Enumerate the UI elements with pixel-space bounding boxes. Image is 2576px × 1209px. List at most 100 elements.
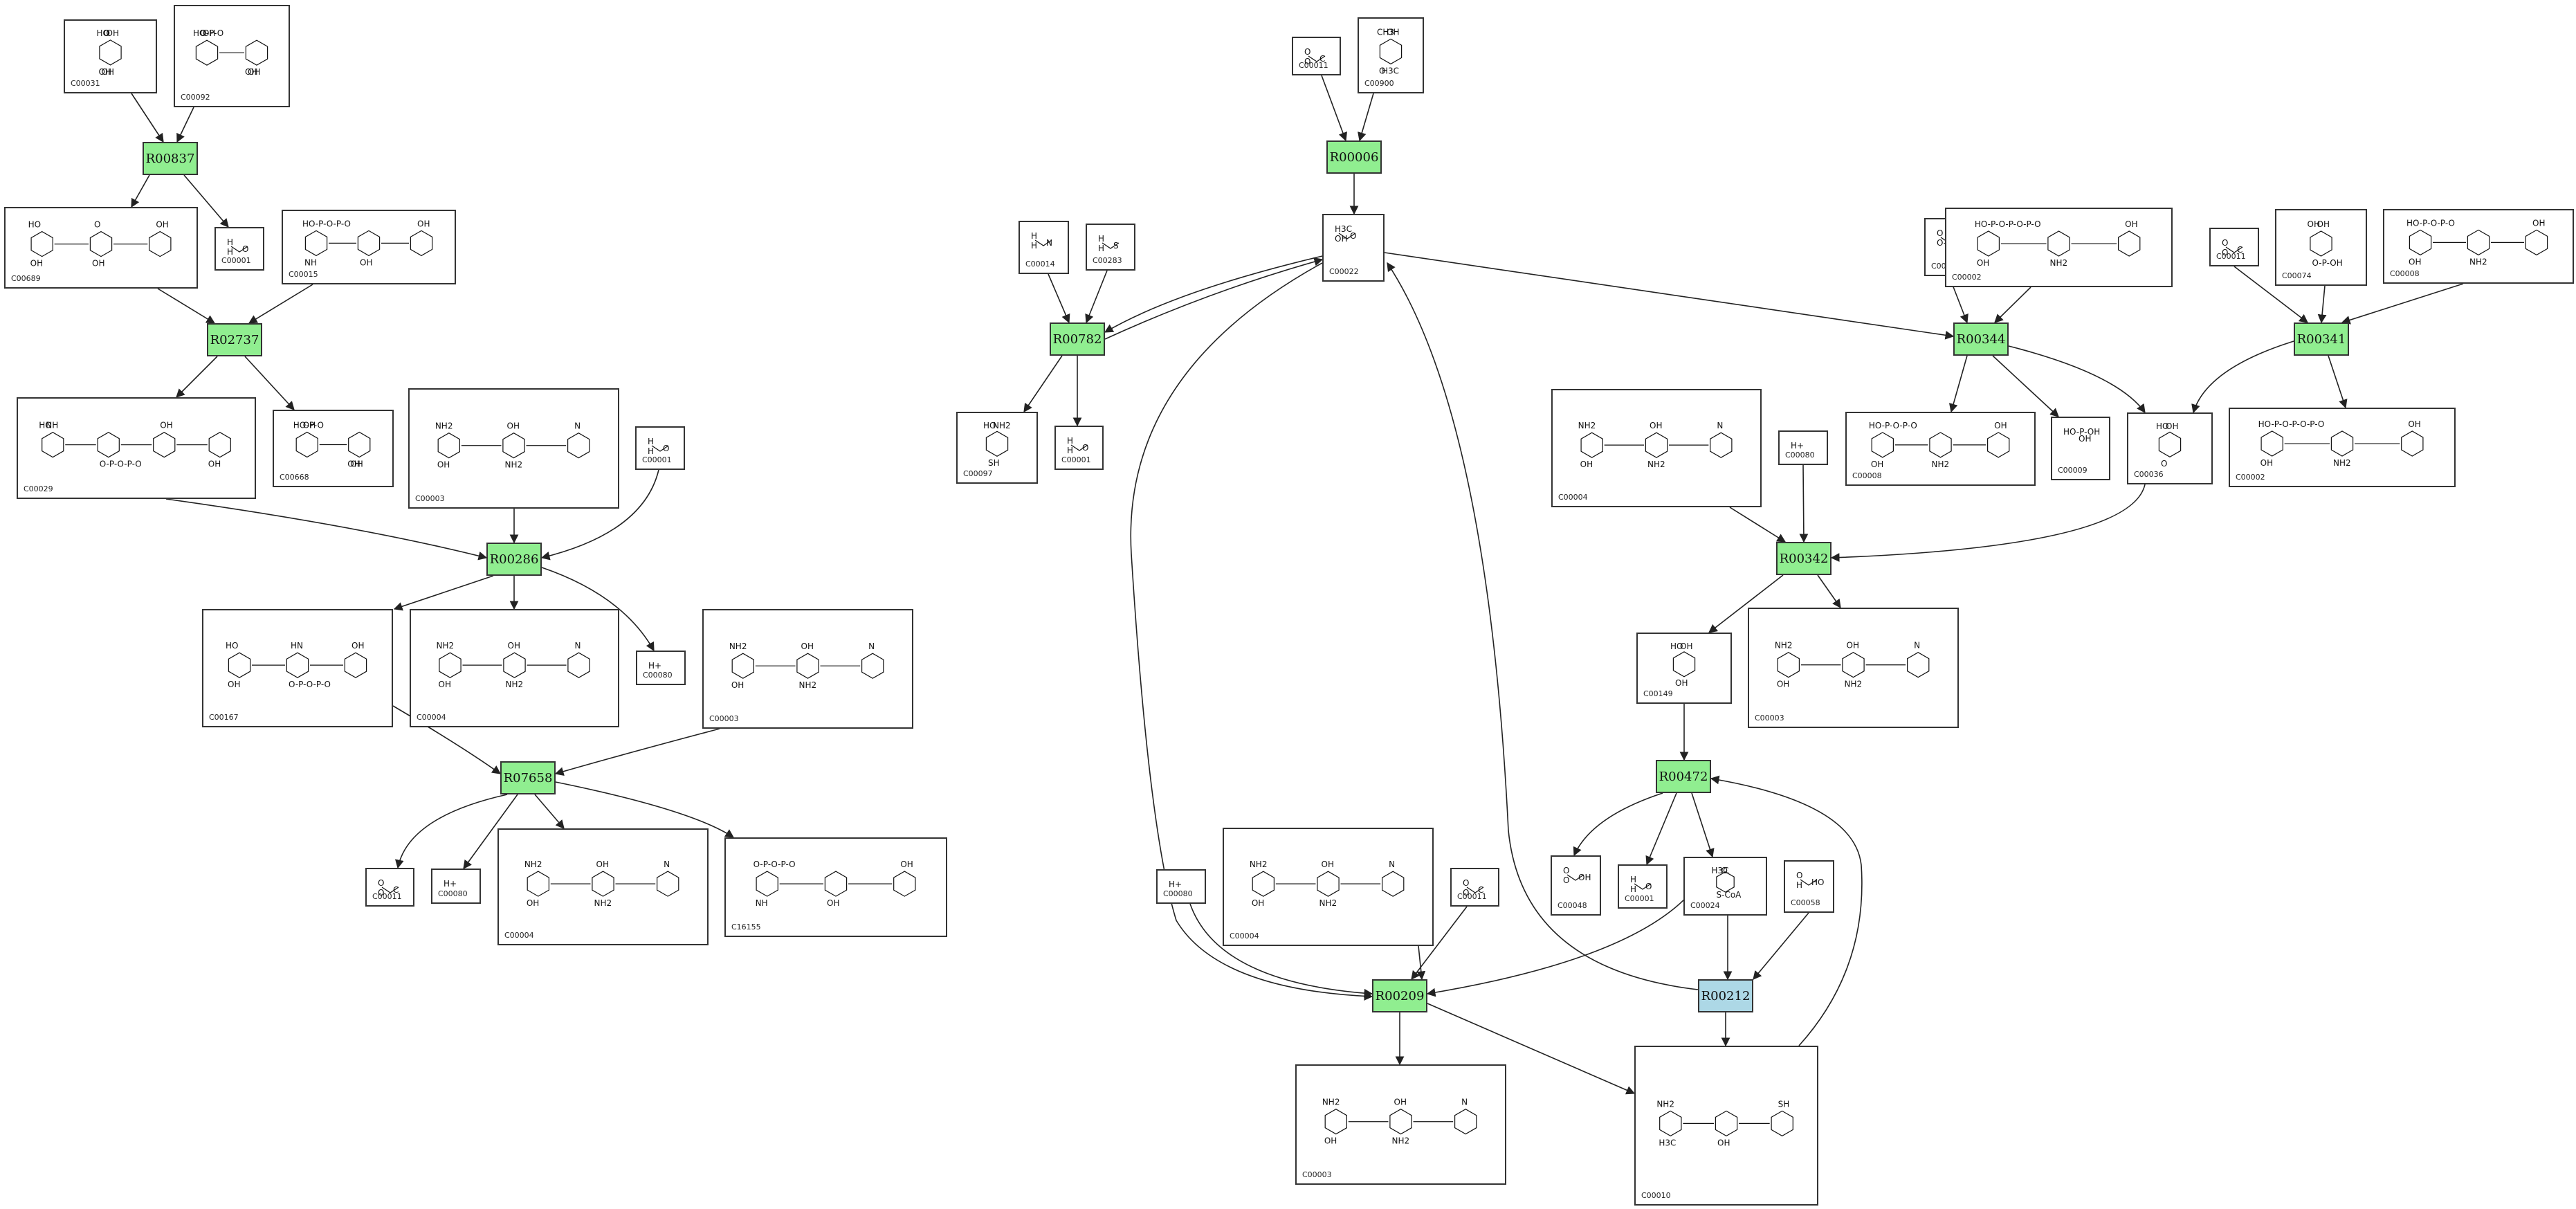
reaction-edge (2317, 285, 2327, 324)
atom-label: H (1630, 884, 1636, 894)
atom-label: H3C (1382, 66, 1399, 75)
atom-label: H+ (1791, 441, 1804, 451)
reaction-node[interactable]: R00341 (2294, 322, 2349, 356)
atom-label: HO (39, 421, 51, 430)
ring-shape (410, 230, 433, 257)
atom-label: NH (46, 421, 58, 430)
compound-node[interactable]: H+C00080 (431, 869, 481, 904)
atom-label: OH (228, 680, 240, 689)
structure-drawing: OCO (1304, 47, 1325, 66)
reaction-node[interactable]: R00006 (1326, 140, 1382, 174)
atom-label: OH (1335, 234, 1347, 244)
bond-line (2225, 246, 2243, 253)
reaction-node[interactable]: R00209 (1372, 979, 1427, 1012)
reaction-node[interactable]: R07658 (500, 761, 556, 794)
atom-label: OH (303, 420, 316, 430)
atom-label: NH2 (1775, 641, 1793, 651)
compound-id: C00002 (1952, 273, 1982, 282)
reaction-edge (183, 174, 229, 228)
reaction-node[interactable]: R00782 (1050, 322, 1105, 356)
compound-id: C00022 (1329, 267, 1359, 276)
atom-label: OH (439, 680, 451, 689)
atom-label: OH (351, 641, 364, 651)
atom-label: HO (226, 641, 238, 651)
compound-node[interactable]: H+C00080 (1778, 430, 1828, 465)
atom-label: OH (417, 219, 430, 228)
ring-shape (357, 230, 381, 257)
ring-shape (348, 431, 371, 458)
atom-label: NH2 (2050, 258, 2068, 268)
reaction-edge (1427, 1003, 1636, 1095)
reaction-node[interactable]: R00286 (486, 543, 542, 576)
ring-shape (2047, 230, 2070, 257)
atom-label: OH (2317, 219, 2330, 229)
ring-shape (731, 653, 754, 679)
ring-shape (2467, 229, 2490, 256)
reaction-node[interactable]: R00212 (1698, 979, 1753, 1012)
reaction-edge (1753, 912, 1809, 980)
reaction-node[interactable]: R02737 (207, 323, 262, 356)
compound-node[interactable]: H+C00080 (636, 651, 686, 685)
reaction-node[interactable]: R00342 (1776, 542, 1831, 575)
reaction-node[interactable]: R00837 (143, 142, 198, 175)
atom-label: NH2 (506, 680, 524, 689)
compound-id: C00074 (2282, 271, 2312, 280)
reaction-edge (1023, 355, 1063, 413)
compound-node[interactable]: H+C00080 (1156, 869, 1206, 904)
compound-id: C00008 (2390, 269, 2420, 278)
compound-id: C00080 (643, 671, 673, 680)
atom-label: OH (1252, 898, 1264, 908)
reaction-node[interactable]: R00472 (1656, 760, 1711, 793)
ring-shape (97, 432, 120, 458)
atom-label: O (1304, 57, 1310, 66)
structure-drawing: HOH (227, 237, 248, 257)
reaction-node[interactable]: R00344 (1953, 322, 2009, 356)
atom-label: CH3 (1377, 27, 1394, 37)
